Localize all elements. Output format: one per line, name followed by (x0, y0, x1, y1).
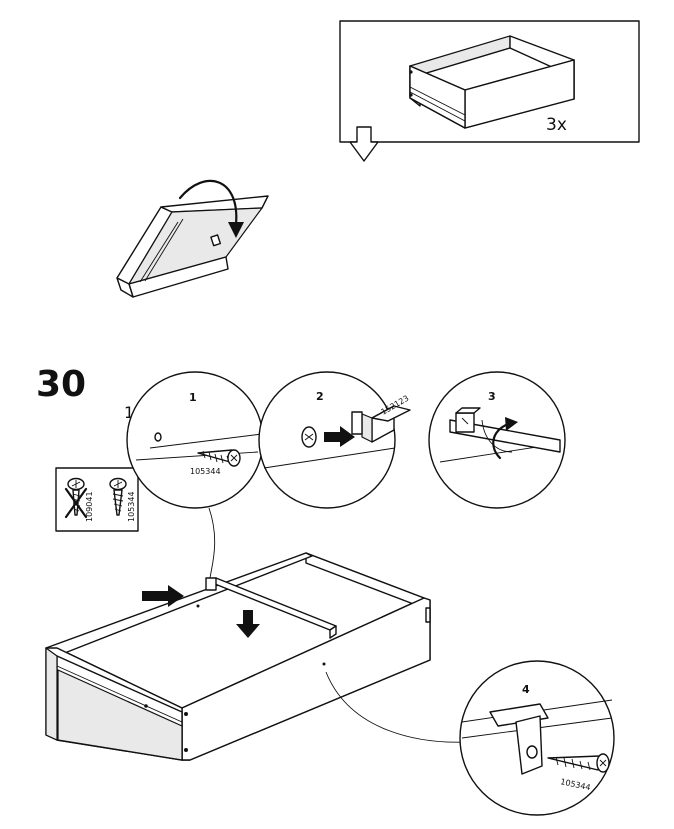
screw-109041-icon (64, 477, 88, 519)
cross-mark-icon (64, 487, 88, 519)
screw-105344-icon (109, 477, 127, 516)
press-arrow-icon (492, 422, 510, 460)
drawer-panel: 3x (339, 20, 640, 143)
screw-code-rejected: 109041 (85, 491, 94, 522)
main-drawer (45, 552, 431, 761)
down-arrow-icon (236, 610, 260, 638)
screw-picker-frame (55, 467, 139, 532)
drawer-illustration (409, 35, 575, 129)
callout-1-index: 1 (189, 391, 197, 404)
callout-2-index: 2 (316, 390, 324, 403)
flip-drawer-illustration (116, 179, 269, 298)
step-number: 30 (36, 364, 86, 405)
screw-icon (547, 753, 610, 773)
callout-4: 4 105344 (459, 660, 615, 816)
insert-arrow-icon (142, 585, 184, 607)
flow-arrow-icon (349, 126, 379, 162)
drawer-quantity: 3x (546, 115, 567, 135)
callout-2: 2 152123 (258, 371, 411, 509)
screw-icon (197, 449, 241, 467)
screw-picker: 109041 105344 (55, 467, 139, 532)
callout-3-index: 3 (488, 390, 496, 403)
bracket-illustration (489, 703, 549, 775)
push-arrow-icon (324, 426, 355, 447)
callout-3: 3 (428, 371, 566, 509)
screw-head-icon (301, 426, 317, 448)
callout-1: 1 105344 (126, 371, 264, 509)
rotate-arrow-icon (178, 179, 238, 226)
drawer-panel-frame (339, 20, 640, 143)
rail-clip-illustration (449, 407, 561, 453)
screw-code-correct: 105344 (127, 491, 136, 522)
callout-1-part: 105344 (190, 467, 221, 476)
callout-4-index: 4 (522, 683, 530, 696)
rail-illustration (351, 405, 411, 443)
leader-line-1 (208, 507, 216, 579)
leader-line-4 (325, 671, 469, 743)
